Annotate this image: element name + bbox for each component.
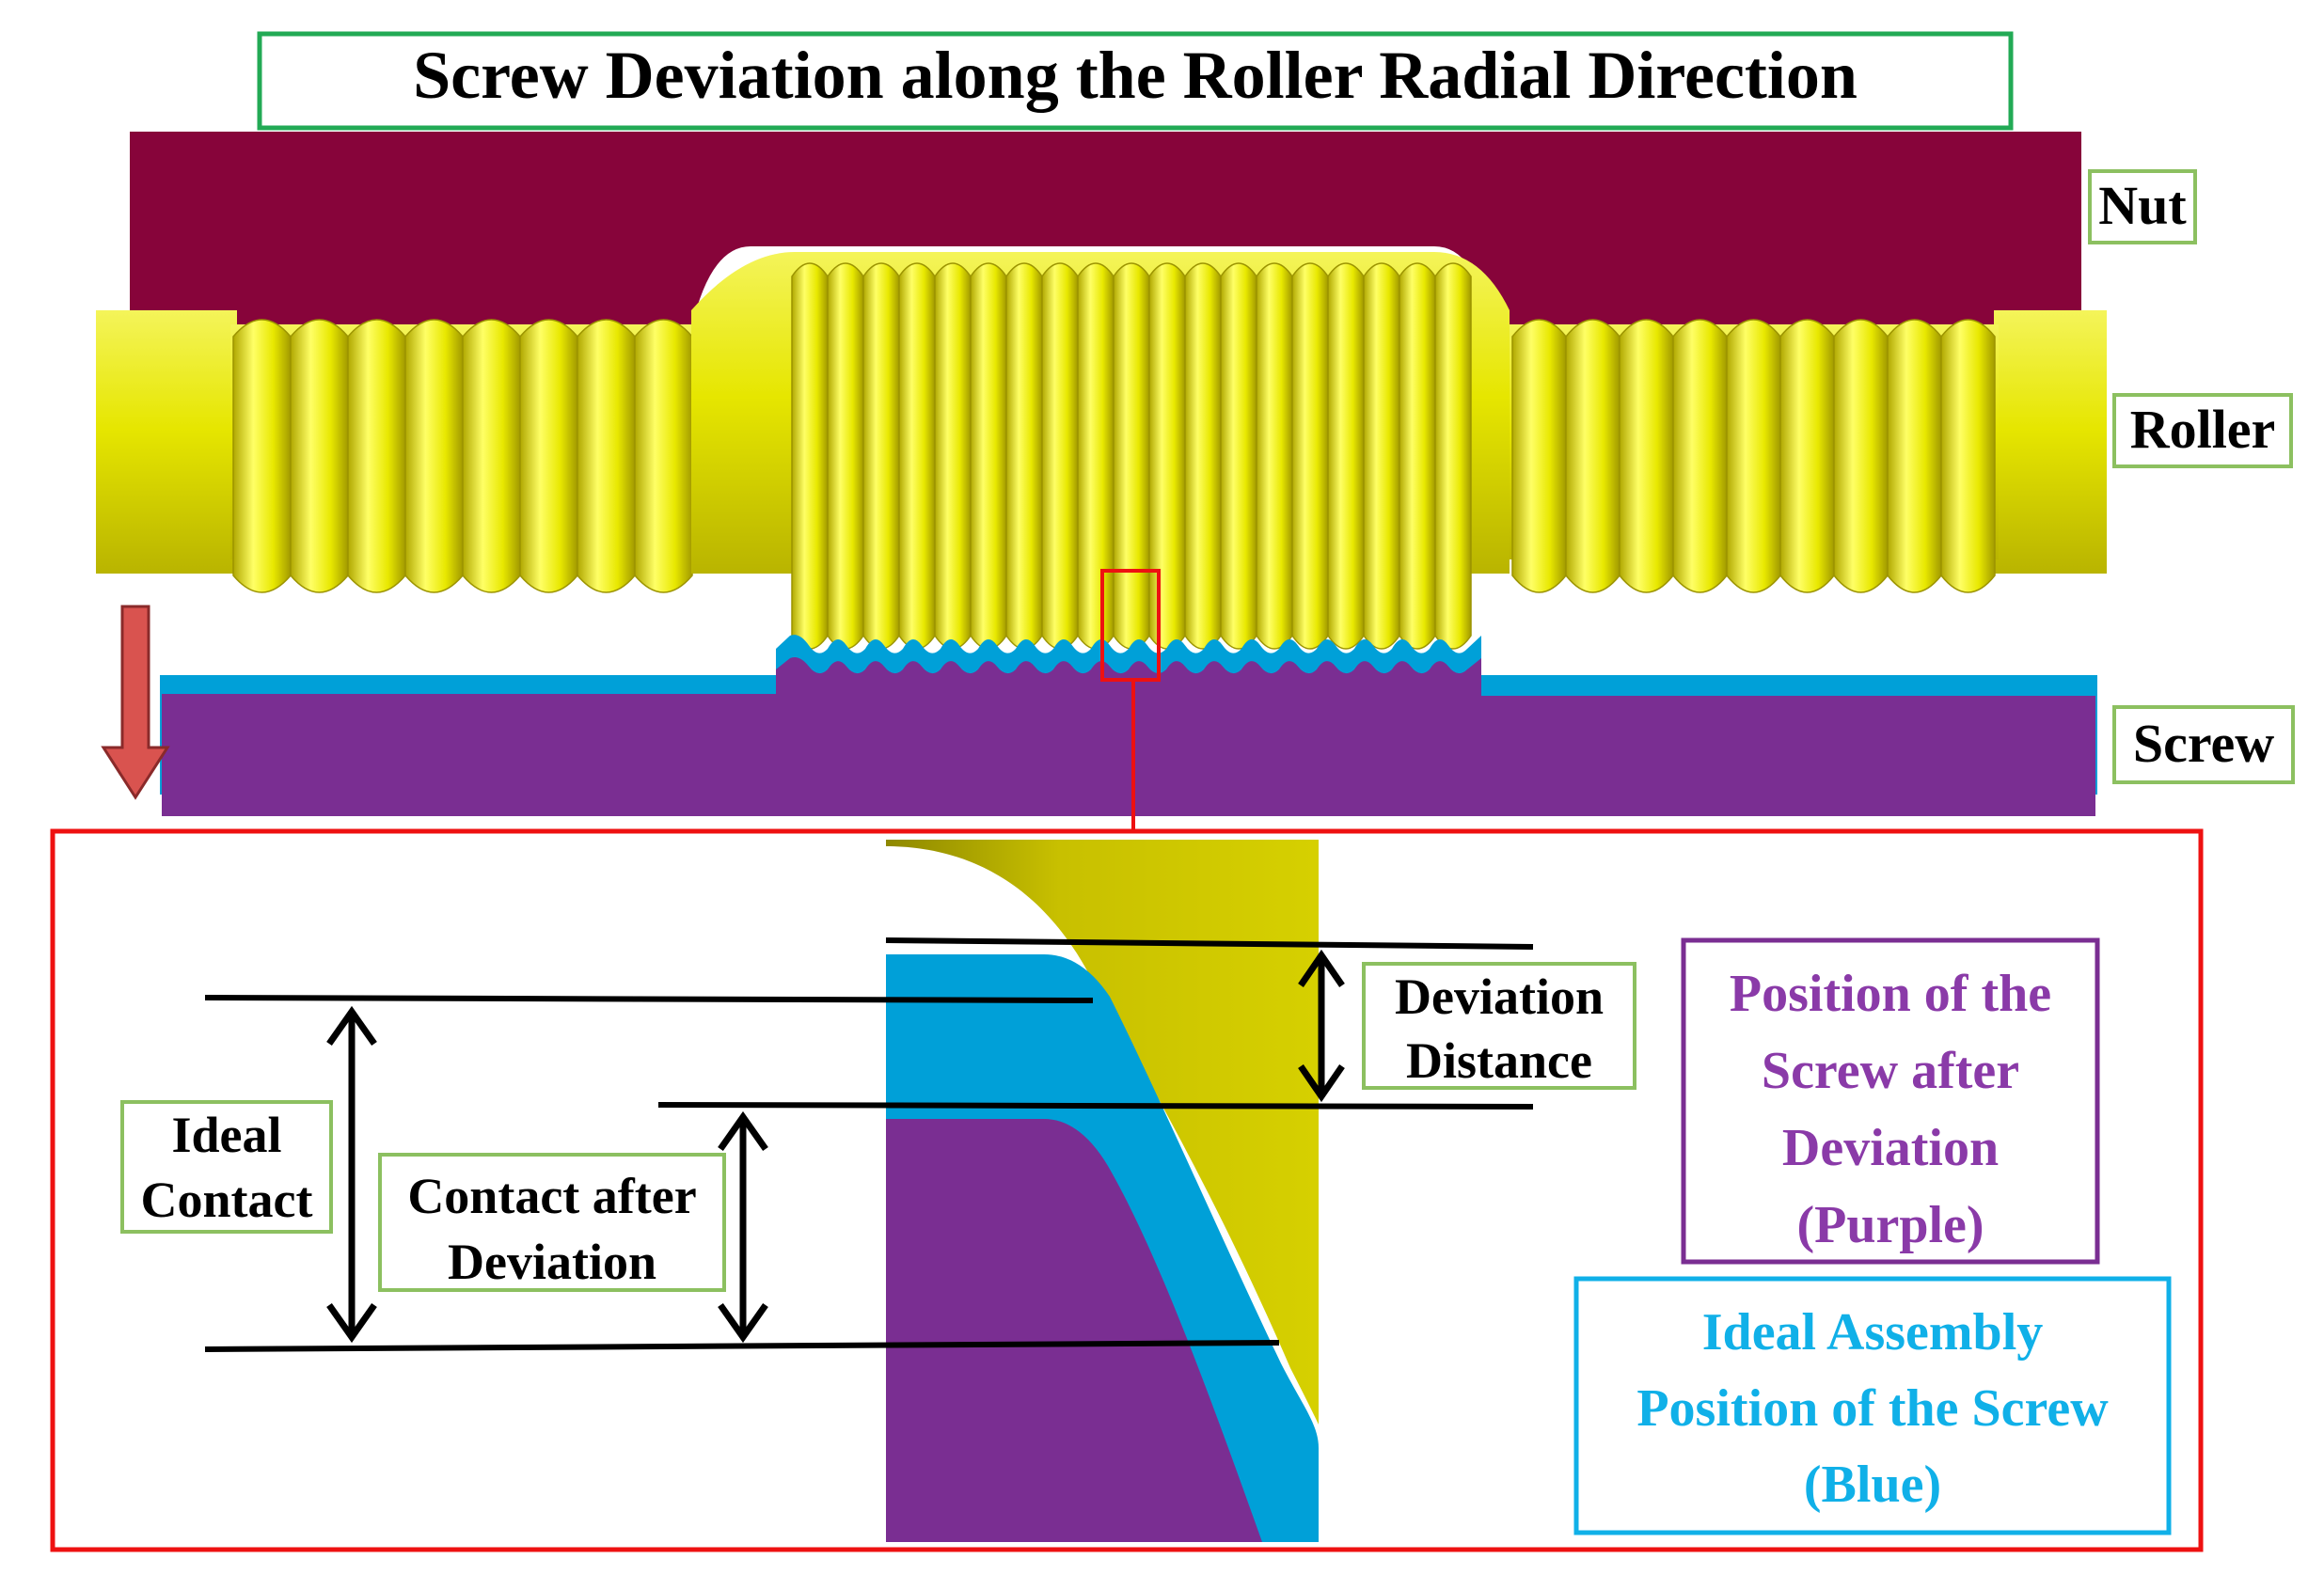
thread-ridge: [1148, 262, 1186, 650]
deviation-distance-label-line1: Deviation: [1395, 968, 1604, 1025]
legend-blue-line3: (Blue): [1804, 1456, 1941, 1514]
thread-ridge: [1511, 319, 1567, 593]
ideal-contact-label-frame: [120, 1100, 333, 1234]
screw-deviated-purple-body: [162, 657, 2095, 816]
deviation-top-line: [885, 937, 1534, 950]
title-frame: [257, 31, 2014, 131]
deviation-distance-label-line2: Distance: [1406, 1032, 1592, 1089]
roller-left-thread-ridges: [232, 319, 693, 593]
thread-ridge: [290, 319, 349, 593]
zoom-source-box: [1100, 569, 1161, 682]
legend-purple-line1: Position of the: [1730, 965, 2051, 1023]
ideal-contact-top-line: [204, 995, 1094, 1003]
ideal-contact-dimension-arrow: [326, 1005, 377, 1344]
zoom-screw-purple-flank: [886, 1119, 1262, 1542]
thread-ridge: [1833, 319, 1889, 593]
legend-purple-line2: Screw after: [1762, 1042, 2019, 1100]
thread-ridge: [1291, 262, 1329, 650]
ideal-contact-label-line1: Ideal: [171, 1107, 281, 1163]
legend-blue-frame: [1573, 1276, 2172, 1535]
legend-blue-line1: Ideal Assembly: [1702, 1303, 2044, 1362]
deviation-distance-label-frame: [1362, 962, 1636, 1090]
thread-ridge: [1619, 319, 1674, 593]
thread-ridge: [1940, 319, 1996, 593]
thread-ridge: [862, 262, 900, 650]
thread-ridge: [898, 262, 936, 650]
nut-label: Nut: [2098, 175, 2187, 236]
roller-label-frame: [2112, 393, 2293, 468]
thread-ridge: [577, 319, 636, 593]
thread-ridge: [1726, 319, 1781, 593]
legend-purple-frame: [1681, 937, 2100, 1265]
contact-after-deviation-label-frame: [378, 1153, 726, 1292]
thread-ridge: [347, 319, 406, 593]
roller-label: Roller: [2130, 399, 2276, 460]
thread-ridge: [1672, 319, 1728, 593]
deviation-bottom-line: [657, 1102, 1534, 1110]
diagram-title: Screw Deviation along the Roller Radial …: [413, 38, 1858, 113]
thread-ridge: [1113, 262, 1150, 650]
thread-ridge: [519, 319, 578, 593]
thread-ridge: [1565, 319, 1620, 593]
thread-ridge: [232, 319, 292, 593]
nut-body: [130, 132, 2081, 329]
legend-blue-line2: Position of the Screw: [1636, 1379, 2109, 1438]
thread-ridge: [1363, 262, 1400, 650]
roller-right-shaft: [1994, 310, 2107, 574]
roller: [96, 252, 2107, 650]
thread-ridge: [462, 319, 521, 593]
thread-ridge: [1887, 319, 1942, 593]
contact-after-deviation-dimension-arrow: [718, 1110, 768, 1344]
thread-ridge: [1779, 319, 1835, 593]
zoom-roller-tooth: [886, 840, 1319, 1425]
nut-label-frame: [2088, 169, 2197, 244]
thread-ridge: [1005, 262, 1043, 650]
down-arrow-icon: [101, 605, 170, 800]
screw-label-frame: [2112, 705, 2295, 784]
thread-ridge: [634, 319, 693, 593]
thread-ridge: [1220, 262, 1257, 650]
thread-ridge: [970, 262, 1007, 650]
thread-ridge: [1184, 262, 1222, 650]
thread-ridge: [1399, 262, 1436, 650]
screw: [160, 635, 2097, 816]
deviation-distance-dimension-arrow: [1298, 949, 1345, 1103]
roller-right-thread-ridges: [1511, 319, 1996, 593]
contact-after-deviation-label-line2: Deviation: [448, 1234, 656, 1290]
thread-ridge: [1434, 262, 1472, 650]
thread-ridge: [1041, 262, 1079, 650]
thread-ridge: [1256, 262, 1293, 650]
legend-purple-line3: Deviation: [1782, 1119, 1999, 1177]
legend-purple-line4: (Purple): [1796, 1196, 1984, 1254]
screw-label: Screw: [2133, 713, 2274, 774]
thread-ridge: [404, 319, 464, 593]
ideal-contact-label-line2: Contact: [141, 1172, 313, 1228]
contact-after-deviation-label-line1: Contact after: [407, 1168, 696, 1224]
roller-left-shaft: [96, 310, 237, 574]
roller-center-thread-ridges: [791, 262, 1472, 650]
thread-ridge: [1327, 262, 1365, 650]
thread-ridge: [934, 262, 972, 650]
thread-ridge: [827, 262, 864, 650]
thread-ridge: [1077, 262, 1115, 650]
ideal-contact-bottom-line: [204, 1340, 1280, 1352]
thread-ridge: [791, 262, 829, 650]
